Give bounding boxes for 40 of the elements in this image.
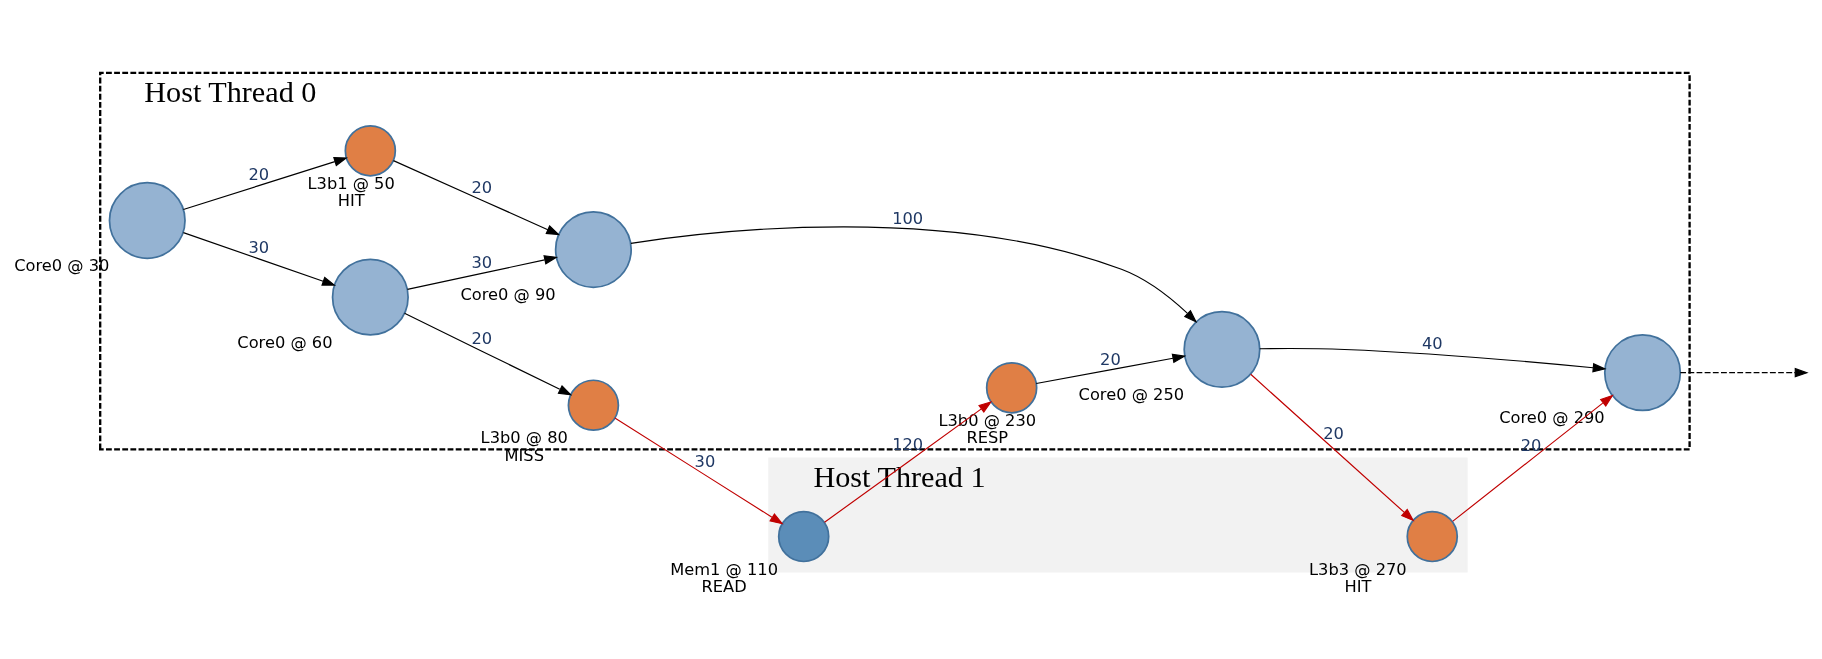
arrow (1452, 393, 1614, 522)
node-label: L3b1 @ 50 (307, 173, 395, 193)
edge-label: 20 (1100, 349, 1121, 369)
node-label: Core0 @ 250 (1078, 384, 1185, 404)
node-label: L3b0 @ 80 (480, 427, 568, 447)
node-circle (108, 181, 186, 259)
node-label: Core0 @ 90 (460, 284, 556, 304)
node-label: Core0 @ 60 (237, 332, 333, 352)
arrow (403, 312, 573, 395)
arrow (392, 159, 561, 235)
edge-label: 40 (1421, 333, 1443, 353)
arrow (1035, 353, 1187, 384)
arrow (1679, 367, 1809, 378)
arrow (824, 400, 993, 523)
arrow (614, 417, 784, 525)
edge-label: 30 (248, 237, 270, 257)
node-circle (777, 510, 830, 562)
arrow (630, 225, 1198, 323)
edge-label: 20 (471, 177, 493, 197)
node-circle (567, 378, 620, 431)
node-circle (554, 210, 633, 288)
edge-label: 100 (892, 208, 924, 228)
node-circle (344, 124, 397, 177)
node-label: Mem1 @ 110 (670, 559, 778, 579)
edge-label: 20 (248, 164, 270, 184)
arrow (1259, 347, 1607, 373)
arrow (406, 254, 558, 290)
node-label: Core0 @ 30 (14, 255, 110, 275)
node-circle (1603, 333, 1682, 411)
arrow (182, 156, 348, 210)
node-circle (331, 258, 409, 336)
node-label: L3b3 @ 270 (1309, 559, 1407, 579)
arrow (182, 231, 336, 286)
node-circle (985, 361, 1038, 414)
edge-label: 20 (471, 328, 493, 348)
edge-label: 20 (1323, 423, 1344, 443)
edge-label: 30 (471, 252, 493, 272)
node-circle (1406, 510, 1459, 562)
edge-label: 30 (694, 451, 716, 471)
arrow (1250, 373, 1415, 522)
